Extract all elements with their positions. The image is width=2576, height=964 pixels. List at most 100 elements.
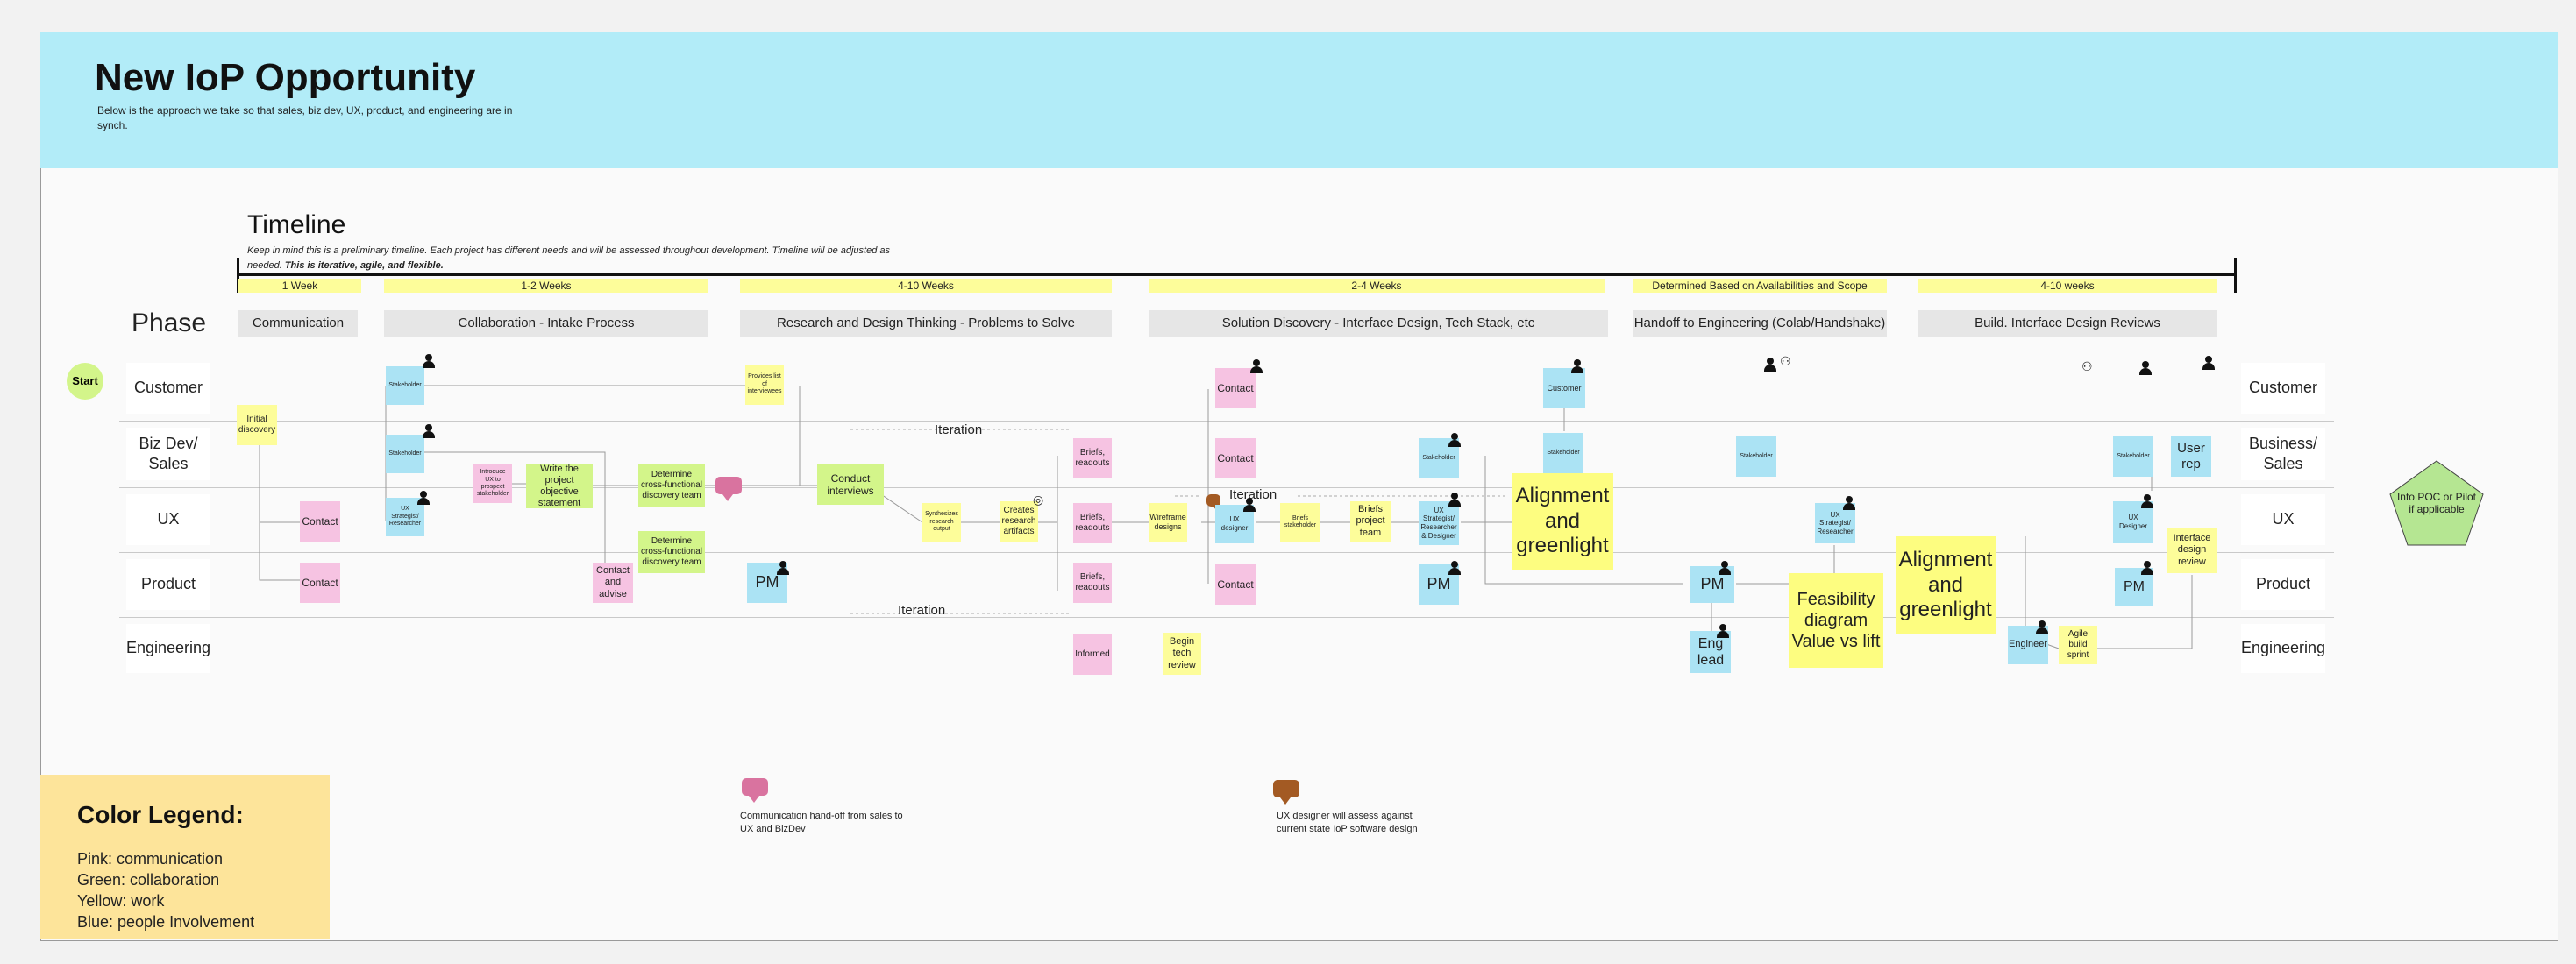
person-icon <box>2141 494 2153 508</box>
duration-6: 4-10 weeks <box>1918 279 2217 293</box>
note-briefs-readouts-2: Briefs, readouts <box>1073 503 1112 543</box>
person-icon <box>1717 624 1729 638</box>
person-icon <box>777 561 789 575</box>
timeline-desc-bold: This is iterative, agile, and flexible. <box>284 259 444 271</box>
note-introduce-ux: Introduce UX to prospect stakeholder <box>473 464 512 503</box>
person-icon <box>2141 561 2153 575</box>
note-alignment-1: Alignment and greenlight <box>1512 473 1613 570</box>
iteration-label-top: Iteration <box>935 422 983 437</box>
timeline-desc-italic: Keep in mind this is a preliminary timel… <box>247 245 891 271</box>
note-ux-strategist: UX Strategist/ Researcher <box>386 498 424 536</box>
note-interface-review: Interface design review <box>2167 528 2217 573</box>
row-label-product: Product <box>126 559 210 610</box>
note-ux-contact: Contact <box>300 501 340 542</box>
swimlane-divider <box>119 487 2334 488</box>
comment-bubble-pink[interactable] <box>715 477 742 501</box>
note-briefs-readouts-3: Briefs, readouts <box>1073 563 1112 603</box>
note-product-contact: Contact <box>300 563 340 603</box>
connector <box>2085 575 2193 649</box>
group-icon: ⚇ <box>1780 354 1791 368</box>
duration-4: 2-4 Weeks <box>1149 279 1605 293</box>
person-icon <box>1448 561 1461 575</box>
swimlane-divider <box>119 552 2334 553</box>
duration-1: 1 Week <box>238 279 361 293</box>
legend-item-blue: Blue: people Involvement <box>77 913 255 931</box>
header-banner <box>40 32 2558 168</box>
phase-communication: Communication <box>238 310 358 337</box>
phase-label: Phase <box>132 308 207 337</box>
note-bizdev-stakeholder-4: Stakeholder <box>1736 436 1776 477</box>
phase-solution-discovery: Solution Discovery - Interface Design, T… <box>1149 310 1608 337</box>
note-bizdev-stakeholder: Stakeholder <box>386 435 424 473</box>
note-briefs-readouts-1: Briefs, readouts <box>1073 438 1112 478</box>
duration-5: Determined Based on Availabilities and S… <box>1633 279 1887 293</box>
person-icon <box>1843 496 1855 510</box>
person-icon <box>417 491 430 505</box>
legend-comment-bubble-brown <box>1273 780 1299 805</box>
note-bizdev-contact: Contact <box>1215 438 1256 478</box>
end-pentagon <box>2389 460 2484 546</box>
note-customer-customer: Customer <box>1543 368 1585 408</box>
target-icon: ◎ <box>1033 493 1044 507</box>
person-icon <box>2139 361 2152 375</box>
start-node: Start <box>67 363 103 400</box>
end-pentagon-label: Into POC or Pilot if applicable <box>2396 490 2477 515</box>
row-label-engineering-right: Engineering <box>2241 624 2325 673</box>
row-label-engineering: Engineering <box>126 624 210 673</box>
swimlane-divider <box>119 421 2334 422</box>
person-icon <box>1764 358 1776 372</box>
note-pm-4: PM <box>2115 568 2153 606</box>
row-label-customer: Customer <box>126 363 210 414</box>
canvas-board <box>40 32 2558 941</box>
legend-comment-bubble-pink <box>742 778 768 803</box>
note-ux-strategist-2: UX Strategist/ Researcher & Designer <box>1419 501 1459 545</box>
note-begin-tech: Begin tech review <box>1163 633 1201 675</box>
iteration-label-mid: Iteration <box>1229 487 1277 502</box>
note-product-contact-2: Contact <box>1215 564 1256 605</box>
timeline-description: Keep in mind this is a preliminary timel… <box>247 244 914 273</box>
note-conduct-interviews: Conduct interviews <box>817 464 884 505</box>
person-icon <box>1448 493 1461 507</box>
phase-handoff: Handoff to Engineering (Colab/Handshake) <box>1633 310 1887 337</box>
connector <box>403 451 606 578</box>
person-icon <box>1719 561 1731 575</box>
connector <box>259 421 300 581</box>
note-customer-stakeholder: Stakeholder <box>386 366 424 405</box>
note-agile-sprint: Agile build sprint <box>2059 626 2097 664</box>
person-icon <box>2202 356 2215 370</box>
note-briefs-stakeholder: Briefs stakeholder <box>1280 503 1320 542</box>
legend-item-yellow: Yellow: work <box>77 892 165 910</box>
note-initial-discovery: Initial discovery <box>237 405 277 445</box>
duration-2: 1-2 Weeks <box>384 279 708 293</box>
row-label-product-right: Product <box>2241 559 2325 610</box>
person-icon <box>1250 359 1263 373</box>
callout-text-pink: Communication hand-off from sales to UX … <box>740 811 903 835</box>
phase-collaboration: Collaboration - Intake Process <box>384 310 708 337</box>
legend-title: Color Legend: <box>77 801 244 828</box>
note-provides-list: Provides list of interviewees <box>745 365 784 405</box>
note-alignment-2: Alignment and greenlight <box>1896 536 1996 634</box>
person-icon <box>1571 359 1583 373</box>
person-icon <box>1448 433 1461 447</box>
connector <box>1484 456 1683 585</box>
note-wireframe: Wireframe designs <box>1149 503 1187 542</box>
timeline-tick-end <box>2234 258 2237 293</box>
note-contact-advise: Contact and advise <box>593 563 633 603</box>
note-creates-artifacts: Creates research artifacts <box>1000 501 1038 542</box>
person-icon <box>423 424 435 438</box>
note-determine-team-2: Determine cross-functional discovery tea… <box>638 531 705 573</box>
legend-item-pink: Pink: communication <box>77 850 224 868</box>
row-label-ux-right: UX <box>2241 494 2325 545</box>
note-determine-team-1: Determine cross-functional discovery tea… <box>638 464 705 507</box>
note-feasibility: Feasibility diagram Value vs lift <box>1789 573 1883 668</box>
row-label-bizdev: Biz Dev/ Sales <box>126 428 210 480</box>
note-ux-designer-2: UX Designer <box>2113 501 2153 543</box>
person-icon <box>423 354 435 368</box>
color-legend: Color Legend: Pink: communication Green:… <box>40 775 330 939</box>
row-label-ux: UX <box>126 494 210 545</box>
note-briefs-team: Briefs project team <box>1350 501 1391 542</box>
duration-3: 4-10 Weeks <box>740 279 1112 293</box>
note-user-rep: User rep <box>2171 436 2211 477</box>
row-label-customer-right: Customer <box>2241 363 2325 414</box>
timeline-tick-start <box>237 258 239 293</box>
